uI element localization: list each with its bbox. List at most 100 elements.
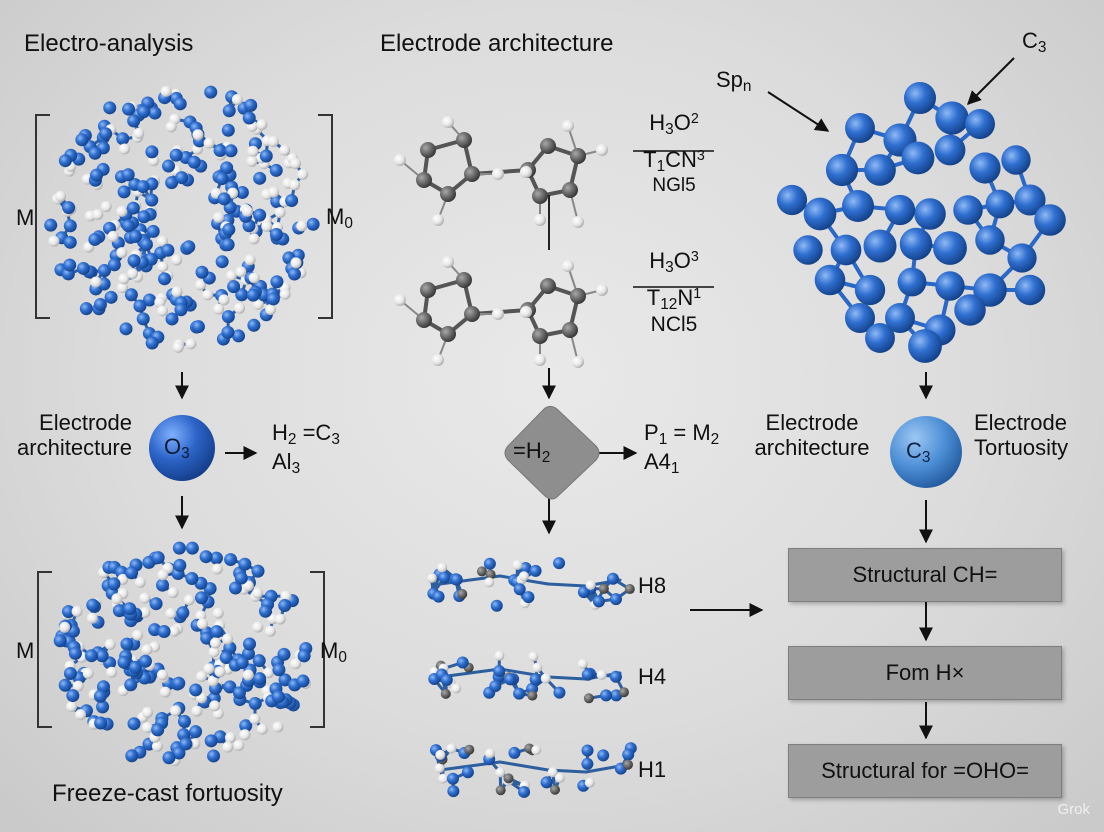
blue-atom (172, 676, 186, 690)
diamond-label: =H2 (513, 438, 551, 466)
c3-node (890, 416, 962, 488)
blue-atom (44, 218, 58, 232)
bracket-label-m-bottom: M (16, 638, 35, 663)
blue-atom (145, 145, 159, 159)
blue-atom (239, 719, 253, 733)
blue-atom (138, 654, 152, 668)
blue-atom (200, 631, 214, 645)
blue-network-molecule (776, 81, 1066, 363)
white-atom (225, 270, 237, 282)
blue-atom (899, 227, 933, 261)
chain-atom (529, 673, 542, 686)
blue-atom (129, 229, 143, 243)
blue-atom (158, 272, 172, 286)
hydrogen-atom (442, 256, 454, 268)
blue-atom (79, 302, 93, 316)
hydrogen-atom (572, 216, 584, 228)
carbon-atom (416, 172, 432, 188)
hydrogen-atom (492, 308, 504, 320)
chain-atom (484, 748, 495, 759)
blue-atom (271, 690, 285, 704)
blue-atom (221, 325, 235, 339)
blue-atom (156, 578, 170, 592)
white-atom (127, 268, 139, 280)
white-atom (171, 254, 183, 266)
white-atom (290, 658, 302, 670)
chain-atom (624, 584, 635, 595)
blue-atom (124, 288, 138, 302)
blue-atom (112, 604, 126, 618)
blue-atom (93, 689, 107, 703)
white-atom (279, 144, 291, 156)
hydrogen-atom (442, 116, 454, 128)
blue-atom (116, 132, 130, 146)
blue-atom (104, 290, 118, 304)
box-fom-h: Fom H× (788, 646, 1062, 700)
blue-atom (195, 265, 209, 279)
o3-left-label: Electrode architecture (17, 410, 132, 461)
carbon-atom (562, 322, 578, 338)
white-atom (48, 235, 60, 247)
blue-atom (215, 172, 229, 186)
white-atom (104, 638, 116, 650)
blue-atom (884, 194, 916, 226)
blue-atom (865, 323, 895, 353)
blue-atom (182, 240, 196, 254)
white-atom (192, 129, 204, 141)
blue-atom (107, 258, 121, 272)
blue-atom (76, 261, 90, 275)
blue-atom (269, 163, 283, 177)
white-atom (248, 233, 260, 245)
white-atom (247, 145, 259, 157)
chain-atom (494, 650, 505, 661)
blue-atom (227, 280, 241, 294)
blue-atom (246, 288, 260, 302)
blue-atom (194, 591, 208, 605)
white-atom (196, 670, 208, 682)
blue-atom (965, 109, 995, 139)
blue-atom (253, 171, 267, 185)
white-atom (203, 137, 215, 149)
blue-atom (235, 656, 249, 670)
white-atom (141, 644, 153, 656)
blue-atom (969, 152, 1001, 184)
blue-atom (223, 680, 237, 694)
white-atom (268, 186, 280, 198)
blue-atom (88, 232, 102, 246)
white-atom (202, 289, 214, 301)
blue-atom (162, 159, 176, 173)
blue-atom (864, 154, 896, 186)
white-atom (265, 304, 277, 316)
white-atom (264, 625, 276, 637)
blue-atom (253, 672, 267, 686)
white-atom (252, 299, 264, 311)
o3-node-label: O3 (164, 434, 190, 462)
white-atom (290, 158, 302, 170)
blue-atom (235, 288, 249, 302)
blue-atom (841, 189, 875, 223)
chain-atom (585, 580, 596, 591)
hydrogen-atom (534, 214, 546, 226)
blue-atom (213, 144, 227, 158)
white-atom (139, 592, 151, 604)
chain-atom (540, 673, 551, 684)
white-atom (157, 569, 169, 581)
white-atom (213, 303, 225, 315)
chain-atom (440, 673, 453, 686)
blue-atom (235, 185, 249, 199)
chain-atom (483, 557, 496, 570)
white-atom (235, 266, 247, 278)
blue-atom (1001, 145, 1031, 175)
bracket-label-m0-top: M0 (326, 204, 353, 232)
chain-atom (446, 743, 457, 754)
white-atom (242, 580, 254, 592)
white-atom (71, 605, 83, 617)
blue-atom (863, 229, 897, 263)
white-atom (168, 625, 180, 637)
white-atom (210, 637, 222, 649)
blue-atom (935, 101, 969, 135)
blue-atom (123, 602, 137, 616)
blue-atom (975, 225, 1005, 255)
blue-atom (259, 149, 273, 163)
white-atom (116, 205, 128, 217)
